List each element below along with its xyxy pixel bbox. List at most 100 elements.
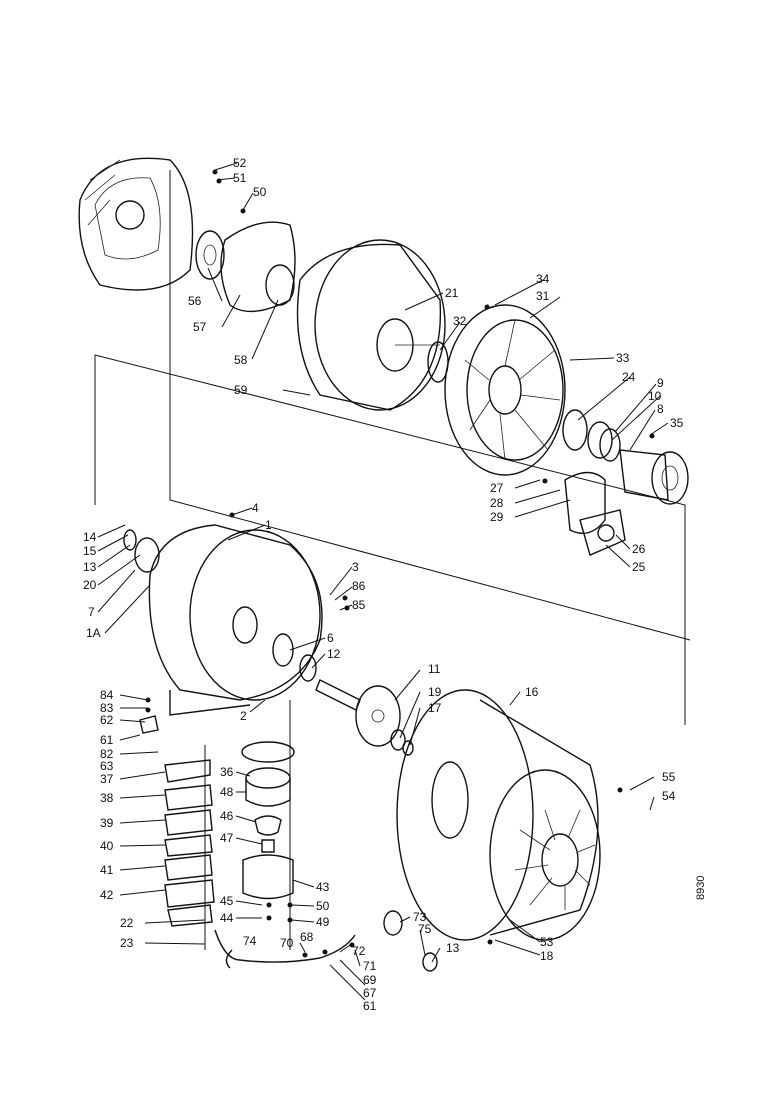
motor-housing-part — [148, 524, 323, 716]
callout-67: 67 — [363, 986, 377, 1000]
callout-42: 42 — [100, 888, 114, 902]
bracket-part — [579, 509, 626, 556]
callout-35: 35 — [670, 416, 684, 430]
callout-33: 33 — [616, 351, 630, 365]
callout-62: 62 — [100, 713, 114, 727]
spacer-plate-part — [220, 221, 296, 313]
callout-27: 27 — [490, 481, 504, 495]
rotor-drum-part — [296, 239, 446, 411]
bearing-disc-part — [195, 230, 225, 280]
rear-cover-part — [78, 157, 194, 291]
callout-36: 36 — [220, 765, 234, 779]
callout-15: 15 — [83, 544, 97, 558]
callout-59: 59 — [234, 383, 248, 397]
callout-54: 54 — [662, 789, 676, 803]
leader-lines — [97, 162, 669, 1001]
callout-51: 51 — [233, 171, 247, 185]
callout-86: 86 — [352, 579, 366, 593]
callout-13: 13 — [83, 560, 97, 574]
callout-2: 2 — [240, 709, 247, 723]
callout-84: 84 — [100, 688, 114, 702]
callout-72: 72 — [352, 944, 366, 958]
callout-47: 47 — [220, 831, 234, 845]
spoked-cover-part — [444, 304, 566, 476]
callout-17: 17 — [428, 701, 442, 715]
callout-70: 70 — [280, 936, 294, 950]
callout-23: 23 — [120, 936, 134, 950]
callout-1: 1 — [265, 518, 272, 532]
callout-83: 83 — [100, 701, 114, 715]
boundary-line — [94, 354, 686, 725]
valve-stack-part — [139, 715, 215, 927]
callout-labels: 52 51 50 56 57 58 59 21 32 34 31 33 24 9… — [83, 156, 684, 1013]
callout-14: 14 — [83, 530, 97, 544]
front-cover-part — [396, 689, 601, 941]
callout-3: 3 — [352, 560, 359, 574]
callout-61: 61 — [100, 733, 114, 747]
callout-4: 4 — [252, 501, 259, 515]
gasket-part — [272, 633, 294, 667]
callout-32: 32 — [453, 314, 467, 328]
callout-41: 41 — [100, 863, 114, 877]
callout-11: 11 — [428, 662, 441, 676]
callout-52: 52 — [233, 156, 247, 170]
callout-20: 20 — [83, 578, 97, 592]
callout-69: 69 — [363, 973, 377, 987]
bearing-ring-part — [299, 654, 317, 682]
callout-55: 55 — [662, 770, 676, 784]
callout-50-lower: 50 — [316, 899, 330, 913]
callout-68: 68 — [300, 930, 314, 944]
callout-22: 22 — [120, 916, 134, 930]
callout-1a: 1A — [86, 626, 101, 640]
bearing-part — [134, 537, 160, 573]
o-ring-part — [383, 910, 403, 936]
callout-6: 6 — [327, 631, 334, 645]
callout-37: 37 — [100, 772, 114, 786]
callout-56: 56 — [188, 294, 202, 308]
callout-74: 74 — [243, 934, 257, 948]
callout-19: 19 — [428, 685, 442, 699]
callout-26: 26 — [632, 542, 646, 556]
callout-44: 44 — [220, 911, 234, 925]
callout-61-lower: 61 — [363, 999, 377, 1013]
callout-49: 49 — [316, 915, 330, 929]
callout-85: 85 — [352, 598, 366, 612]
callout-63: 63 — [100, 759, 114, 773]
fastener-dots — [145, 169, 655, 958]
hook-part — [225, 949, 233, 969]
callout-29: 29 — [490, 510, 504, 524]
callout-75: 75 — [418, 922, 432, 936]
drawing-code: 8930 — [695, 876, 707, 900]
callout-43: 43 — [316, 880, 330, 894]
inner-ring-part — [431, 761, 469, 839]
callout-7: 7 — [88, 605, 95, 619]
callout-31: 31 — [536, 289, 550, 303]
boundary-line — [169, 170, 691, 641]
callout-10: 10 — [648, 389, 662, 403]
callout-38: 38 — [100, 791, 114, 805]
callout-39: 39 — [100, 816, 114, 830]
callout-25: 25 — [632, 560, 646, 574]
callout-48: 48 — [220, 785, 234, 799]
callout-53: 53 — [540, 935, 554, 949]
washer-part — [123, 529, 137, 551]
callout-12: 12 — [327, 647, 341, 661]
washer-part — [390, 729, 406, 751]
shaft-housing-part — [619, 449, 689, 505]
callout-18: 18 — [540, 949, 554, 963]
callout-24: 24 — [622, 370, 636, 384]
callout-8: 8 — [657, 402, 664, 416]
callout-50: 50 — [253, 185, 267, 199]
callout-16: 16 — [525, 685, 539, 699]
seal-ring-part — [562, 409, 588, 451]
callout-82: 82 — [100, 747, 114, 761]
o-ring-part — [422, 952, 438, 972]
callout-21: 21 — [445, 286, 459, 300]
callout-73: 73 — [413, 910, 427, 924]
callout-13-lower: 13 — [446, 941, 460, 955]
callout-28: 28 — [490, 496, 504, 510]
callout-34: 34 — [536, 272, 550, 286]
callout-46: 46 — [220, 809, 234, 823]
callout-58: 58 — [234, 353, 248, 367]
